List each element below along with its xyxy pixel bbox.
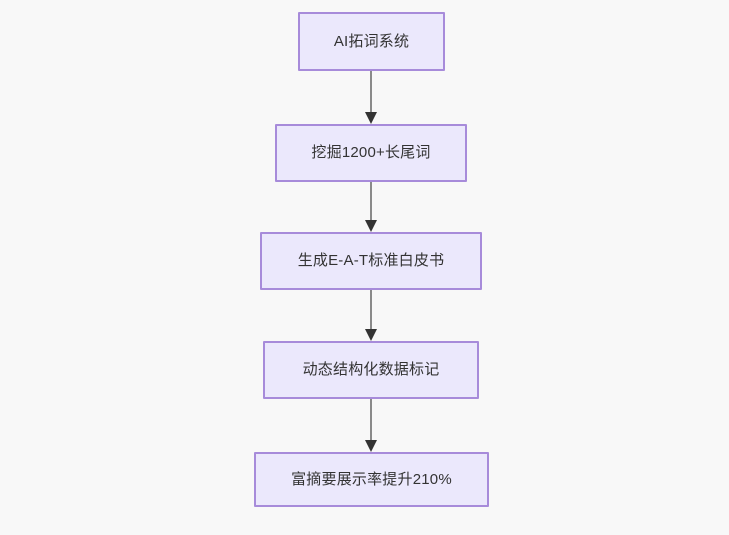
flowchart-node-label: AI拓词系统 — [333, 32, 410, 50]
edge-node2-to-node3 — [359, 182, 383, 232]
flowchart-node-generate-eat-whitepaper[interactable]: 生成E-A-T标准白皮书 — [260, 232, 482, 290]
flowchart-node-mine-longtail-keywords[interactable]: 挖掘1200+长尾词 — [275, 124, 467, 182]
flowchart-node-label: 挖掘1200+长尾词 — [311, 144, 431, 161]
edge-node4-to-node5 — [359, 399, 383, 452]
edge-node1-to-node2 — [359, 71, 383, 124]
edge-node3-to-node4 — [359, 290, 383, 341]
flowchart-node-rich-snippet-impression-lift[interactable]: 富摘要展示率提升210% — [254, 452, 489, 507]
flowchart-node-label: 生成E-A-T标准白皮书 — [297, 252, 445, 269]
flowchart-node-label: 动态结构化数据标记 — [302, 361, 440, 378]
flowchart-node-ai-keyword-system[interactable]: AI拓词系统 — [298, 12, 445, 71]
flowchart-node-label: 富摘要展示率提升210% — [291, 470, 452, 488]
flowchart-node-dynamic-structured-data-markup[interactable]: 动态结构化数据标记 — [263, 341, 479, 399]
